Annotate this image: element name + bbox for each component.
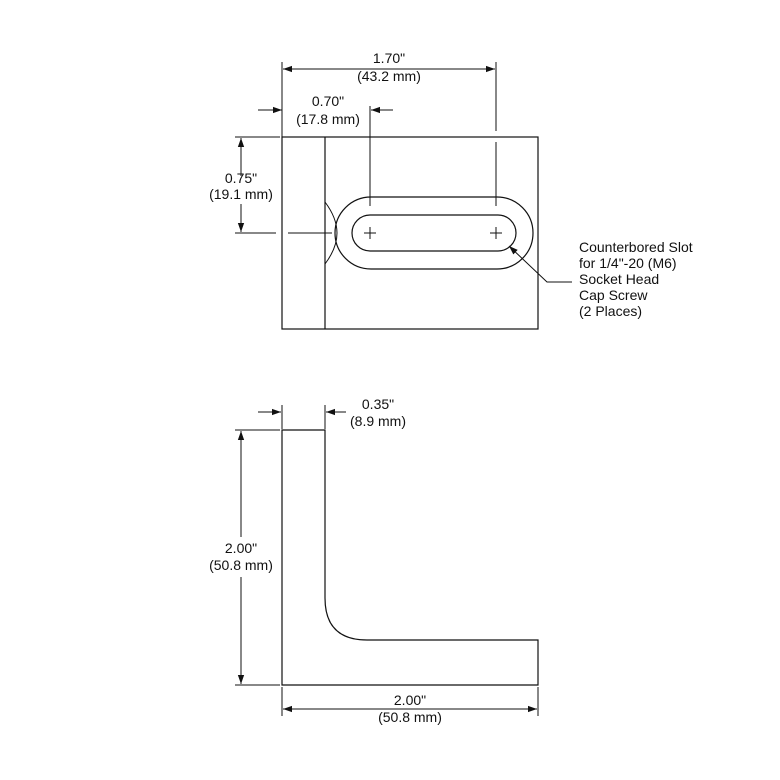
- dim-top-width-mm: (43.2 mm): [357, 68, 421, 84]
- dim-slot-offset-mm: (17.8 mm): [296, 111, 360, 127]
- dim-slot-offset-inch: 0.70": [312, 93, 344, 109]
- counterbore-outline: [334, 196, 534, 270]
- callout-line-5: (2 Places): [579, 303, 642, 319]
- dim-side-thickness-mm: (8.9 mm): [350, 413, 406, 429]
- dim-side-width-mm: (50.8 mm): [378, 709, 442, 725]
- dimension-slot-offset: 0.70" (17.8 mm): [258, 93, 497, 206]
- dimension-side-height: 2.00" (50.8 mm): [209, 429, 280, 686]
- callout-line-2: for 1/4"-20 (M6): [579, 255, 677, 271]
- hole-center-mark-right: [490, 227, 502, 239]
- callout-line-3: Socket Head: [579, 271, 659, 287]
- slot-outline: [351, 214, 517, 252]
- dim-side-height-inch: 2.00": [225, 540, 257, 556]
- dim-side-height-mm: (50.8 mm): [209, 557, 273, 573]
- dimension-side-width: 2.00" (50.8 mm): [281, 687, 539, 725]
- dimension-top-height: 0.75" (19.1 mm): [209, 136, 280, 234]
- callout-note: Counterbored Slot for 1/4"-20 (M6) Socke…: [579, 239, 693, 319]
- dimension-top-width: 1.70" (43.2 mm): [281, 50, 497, 137]
- callout-leader: [508, 245, 572, 283]
- hole-center-mark-left: [364, 227, 376, 239]
- dim-top-height-mm: (19.1 mm): [209, 186, 273, 202]
- top-view-fillet-curve: [324, 201, 338, 265]
- side-view-l-profile: [281, 429, 539, 686]
- dim-side-width-inch: 2.00": [394, 692, 426, 708]
- dimension-side-thickness: 0.35" (8.9 mm): [258, 396, 406, 429]
- dim-top-height-inch: 0.75": [225, 170, 257, 186]
- callout-line-1: Counterbored Slot: [579, 239, 693, 255]
- dim-side-thickness-inch: 0.35": [362, 396, 394, 412]
- callout-line-4: Cap Screw: [579, 287, 648, 303]
- top-view-outline: [281, 136, 539, 330]
- side-view: [281, 429, 539, 686]
- top-view: [281, 136, 539, 330]
- dim-top-width-inch: 1.70": [373, 50, 405, 66]
